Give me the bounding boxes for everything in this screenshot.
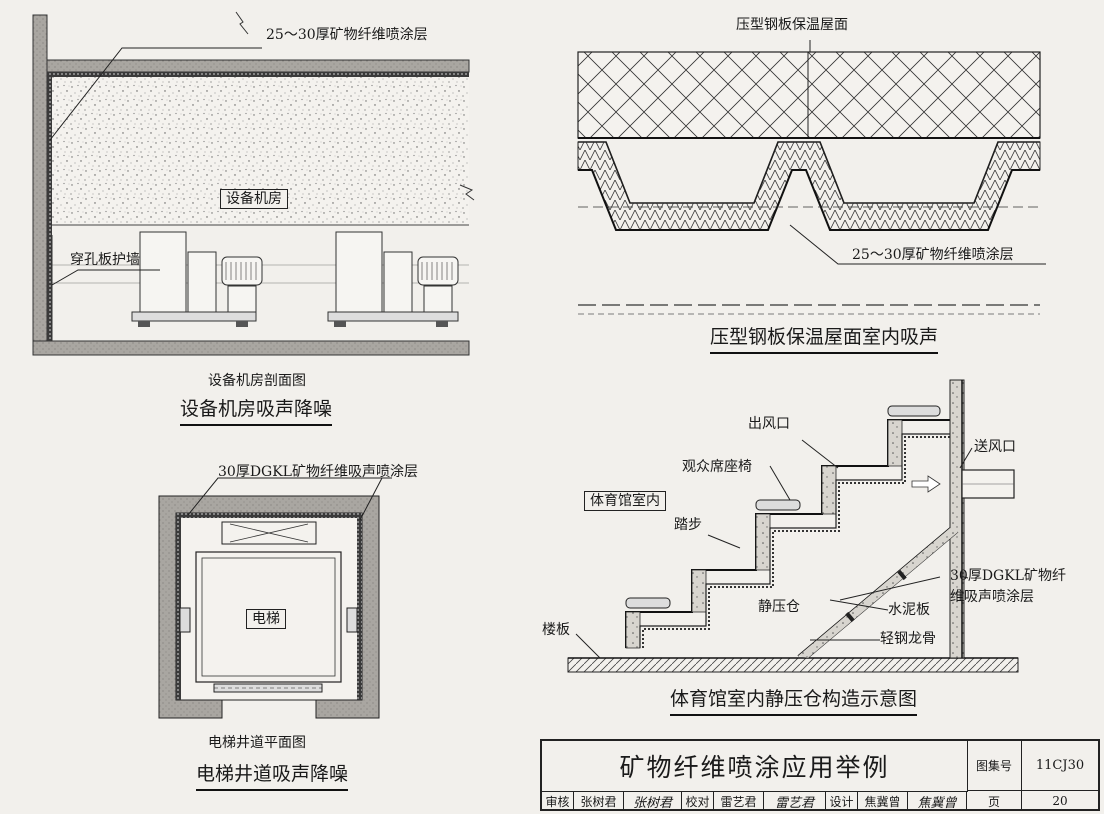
page-label: 页 <box>967 791 1022 811</box>
steel-roof-coating-label: 25～30厚矿物纤维喷涂层 <box>852 247 1014 263</box>
elevator-shaft-plan <box>158 477 392 719</box>
gym-coating-label-2: 维吸声喷涂层 <box>950 589 1034 605</box>
elevator-coating-label: 30厚DGKL矿物纤维吸声喷涂层 <box>218 464 418 480</box>
reviewer-name: 张树君 <box>574 791 624 811</box>
atlas-number-label: 图集号 <box>967 741 1022 791</box>
checker-name: 雷艺君 <box>714 791 764 811</box>
review-label: 审核 <box>542 791 574 811</box>
audience-seat-label: 观众席座椅 <box>682 459 752 475</box>
gym-title: 体育馆室内静压仓构造示意图 <box>670 690 918 716</box>
elevator-car-label: 电梯 <box>246 609 286 629</box>
elevator-caption: 电梯井道平面图 <box>208 735 306 751</box>
equipment-room-section <box>32 11 475 356</box>
equipment-room-caption: 设备机房剖面图 <box>208 373 306 389</box>
checker-signature: 雷艺君 <box>764 791 826 811</box>
elevator-title: 电梯井道吸声降噪 <box>196 765 349 791</box>
gym-plenum-section <box>567 379 1019 673</box>
cement-board-label: 水泥板 <box>888 602 930 618</box>
designer-name: 焦冀曾 <box>858 791 908 811</box>
steel-roof-title: 压型钢板保温屋面室内吸声 <box>710 328 939 354</box>
gym-indoor-label: 体育馆室内 <box>584 491 666 511</box>
perforated-panel-wall-label: 穿孔板护墙 <box>70 252 140 268</box>
page-number: 20 <box>1052 794 1068 808</box>
equipment-room-title: 设备机房吸声降噪 <box>180 400 333 426</box>
design-label: 设计 <box>826 791 858 811</box>
check-label: 校对 <box>682 791 714 811</box>
step-label: 踏步 <box>674 517 702 533</box>
light-steel-keel-label: 轻钢龙骨 <box>880 631 936 647</box>
plenum-chamber-label: 静压仓 <box>758 599 800 615</box>
equipment-coating-label: 25～30厚矿物纤维喷涂层 <box>266 27 428 43</box>
title-block: 矿物纤维喷涂应用举例 图集号 11CJ30 审核 张树君 张树君 校对 雷艺君 … <box>540 739 1100 811</box>
equipment-unit-left <box>131 231 263 327</box>
reviewer-signature: 张树君 <box>624 791 682 811</box>
outlet-label: 出风口 <box>748 416 790 432</box>
atlas-number: 11CJ30 <box>1022 741 1098 791</box>
equipment-room-label: 设备机房 <box>220 189 288 209</box>
steel-roof-section <box>577 40 1046 315</box>
supply-air-label: 送风口 <box>974 439 1016 455</box>
gym-coating-label-1: 30厚DGKL矿物纤 <box>950 568 1066 584</box>
designer-signature: 焦冀曾 <box>908 791 967 811</box>
steel-roof-label: 压型钢板保温屋面 <box>736 17 848 33</box>
drawing-title: 矿物纤维喷涂应用举例 <box>542 741 968 792</box>
equipment-unit-right <box>327 231 459 327</box>
floor-slab-label: 楼板 <box>542 622 570 638</box>
